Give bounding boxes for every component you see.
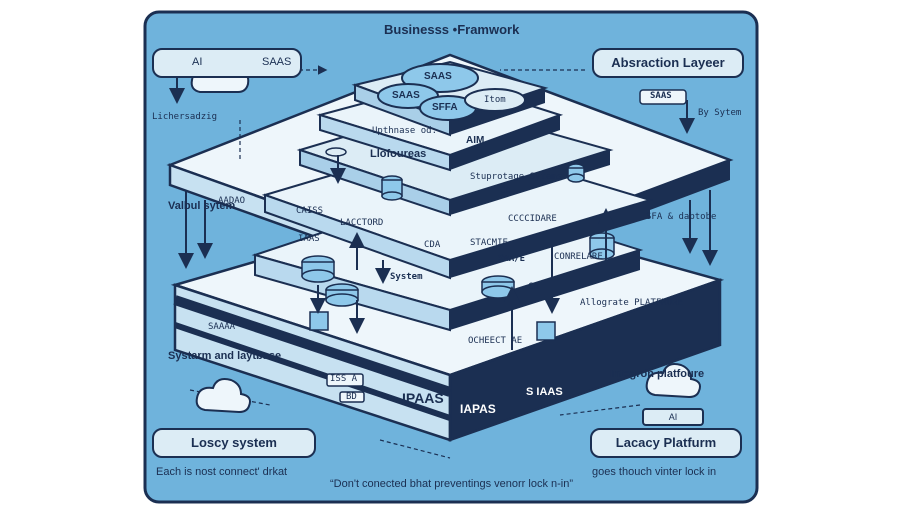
ca-label: CA [500, 186, 511, 196]
uptimage-label: Upthnase od. [372, 126, 438, 136]
box-legacy-platform: Lacacy Platfurm [590, 428, 742, 458]
aim-label: AIM [466, 135, 485, 146]
sfa-dabstobe-label: SFA & dabtobe [646, 212, 717, 222]
connector-arrows [169, 75, 718, 350]
tag-pills [326, 89, 687, 403]
siaas-label: S IAAS [526, 386, 563, 398]
lichersadzig-label: Lichersadzig [152, 112, 218, 122]
llofourees-label: Llofoureas [370, 148, 427, 160]
valibul-system-label: Valbul sytem [168, 200, 236, 212]
cocordidare-label: CCCCIDARE [508, 214, 557, 224]
box-abstraction-layer: Absraction Layeer [592, 48, 744, 78]
bubble-sffa-label: SFFA [432, 102, 458, 113]
box-ai-small: AI [642, 408, 704, 426]
caption-center: “Don't conected bhat preventings venorr … [330, 478, 574, 490]
box-legacy-system: Loscy system [152, 428, 316, 458]
ocheect-label: OCHEECT AE [468, 336, 523, 346]
sma-label: SMA/E [498, 254, 526, 264]
ipaas-label: IPAAS [402, 390, 444, 406]
saaaa-label: SAAAA [208, 322, 236, 332]
bubble-saas-1-label: SAAS [424, 71, 452, 82]
bubble-item-label: Itom [484, 95, 506, 105]
aadao-label: AADAO [218, 196, 246, 206]
caption-left: Each is nost connect' drkat [156, 466, 288, 478]
iapas-label: IAPAS [460, 402, 496, 416]
lacctord-label: LACCTORD [340, 218, 384, 228]
iss-a-label: ISS A [330, 374, 358, 384]
saas-tag-label: SAAS [650, 91, 672, 101]
cda-label: CDA [424, 240, 441, 250]
diagram-title: Businesss •Framwork [384, 22, 520, 37]
bd-tag-label: BD [346, 392, 357, 402]
system-label: System [390, 272, 423, 282]
box-saas-label: SAAS [262, 56, 292, 68]
caiss-label: CAISS [296, 206, 324, 216]
bubble-saas-2-label: SAAS [392, 90, 420, 101]
stacmade-label: STACMIE [470, 238, 508, 248]
box-ai-label: AI [192, 56, 203, 68]
system-and-laybase-label: Systarm and laytbase [168, 350, 282, 362]
iaas-small-label: IAAS [298, 234, 320, 244]
ca2-label: CA [528, 282, 539, 292]
dashed-connectors [189, 65, 641, 459]
by-system-label: By Sytem [698, 108, 742, 118]
box-ai-saas [152, 48, 302, 78]
database-icon [301, 147, 615, 307]
bubble-item [464, 88, 526, 112]
integron-platfoure-label: Integron platfoure [610, 368, 705, 380]
allegrate-label: Allograte PLATFRURE [580, 298, 683, 308]
stepprotage-label: Stuprotage Sytems [470, 172, 563, 182]
caption-right: goes thouch vinter lock in [592, 466, 717, 478]
conrelarle-label: CONRELARE [554, 252, 603, 262]
